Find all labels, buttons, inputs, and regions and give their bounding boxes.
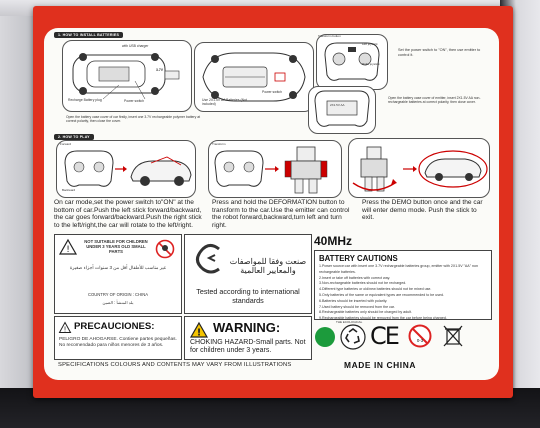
backward-label: Backward <box>62 188 76 192</box>
battery-cautions-box: BATTERY CAUTIONS 1.Power source:car with… <box>314 250 492 320</box>
caution-item: 2.Insert or take off batteries with corr… <box>319 275 391 280</box>
standards-arabic: صنعت وفقا للمواصفات والمعايير العالمية <box>229 257 307 275</box>
remote-battery-caption: Open the battery case cover of emitter, … <box>388 96 481 105</box>
caution-item: 5.Only batteries of the same or equivale… <box>319 292 445 297</box>
caution-item: 4.Different type batteries or old/new ba… <box>319 287 432 292</box>
choking-warning-title: WARNING: <box>213 320 281 335</box>
caution-item: 9.Rechargeable batteries should be remov… <box>319 316 447 321</box>
spanish-warning-title: PRECAUCIONES: <box>74 321 155 332</box>
svg-text:!: ! <box>66 245 70 255</box>
remote-battery-diagram <box>308 86 376 134</box>
age-0-3-text: 0-3 <box>416 338 424 343</box>
age-warning-arabic: غير مناسب للأطفال أقل من 3 سنوات أجزاء ص… <box>69 265 167 270</box>
spanish-warning-box: ! PRECAUCIONES: PELIGRO DE AHOGARSE. Con… <box>54 316 182 360</box>
transform-instructions: Press and hold the DEFORMATION button to… <box>212 199 350 229</box>
ecological-label: THE ECOLOGICAL <box>336 320 363 324</box>
remote-top-diagram <box>316 34 388 90</box>
warning-triangle-icon: ! <box>58 321 72 334</box>
green-dot-icon <box>315 327 335 347</box>
no-under-3-icon <box>155 239 175 259</box>
instruction-panel: 1. HOW TO INSTALL BATTERIES with USB cha… <box>44 28 499 380</box>
car-mode-instructions: On car mode,set the power switch to"ON" … <box>54 199 202 229</box>
made-in-china: MADE IN CHINA <box>344 360 417 370</box>
car-mode-illustration <box>64 150 192 187</box>
standards-box: صنعت وفقا للمواصفات والمعايير العالمية T… <box>184 234 312 314</box>
caution-item: 3.Non-rechargeable batteries should not … <box>319 281 407 286</box>
forward-label: Forward <box>60 142 72 146</box>
remote-power-instructions: Set the power switch to "ON", then use e… <box>398 48 481 57</box>
svg-text:!: ! <box>64 326 67 334</box>
spanish-warning-body: PELIGRO DE AHOGARSE. Contiene partes peq… <box>59 337 177 348</box>
section-play-label: 2. HOW TO PLAY <box>54 134 94 140</box>
weee-bin-icon <box>443 325 463 347</box>
voltage-label: 3.7V <box>156 68 163 72</box>
transform-label: Transform <box>212 142 226 146</box>
battery-cautions-title: BATTERY CAUTIONS <box>319 254 398 263</box>
car-top-view-illustration <box>72 53 180 100</box>
section-install-label: 1. HOW TO INSTALL BATTERIES <box>54 32 124 38</box>
age-0-3-prohibited-icon: 0-3 <box>408 324 432 348</box>
warning-triangle-icon: ! <box>189 321 209 339</box>
standards-logo-icon <box>196 244 220 274</box>
car-battery-caption: Open the battery case cover of car first… <box>66 115 201 124</box>
left-joystick-label: Left joystick <box>362 42 378 46</box>
demo-mode-illustration <box>352 146 488 192</box>
car-underside-diagram <box>194 42 314 112</box>
standards-english: Tested according to international standa… <box>196 287 300 305</box>
caution-item: 6.Batteries should be inserted with pola… <box>319 298 388 303</box>
demo-instructions: Press the DEMO button once and the car w… <box>362 199 483 222</box>
frequency-label: 40MHz <box>314 234 353 248</box>
recycle-icon <box>340 324 366 350</box>
power-switch-label-car: Power switch <box>124 99 144 103</box>
caution-item: 8.Rechargeable batteries only should be … <box>319 310 412 315</box>
remote-battery-illustration <box>314 90 370 127</box>
caution-item: 1.Power source:car with insert one 3.7V … <box>319 264 478 274</box>
age-warning-box: ! NOT SUITABLE FOR CHILDREN UNDER 3 YEAR… <box>54 234 182 314</box>
right-joystick-label: Right joystick <box>362 62 380 66</box>
ce-mark-icon: CE <box>370 322 400 350</box>
play-car-mode-diagram <box>56 140 196 198</box>
car-battery-diagram <box>62 40 192 112</box>
usb-charger-label: with USB charger <box>122 44 149 48</box>
country-of-origin-arabic: بلد المنشأ : الصين <box>102 300 134 305</box>
choking-warning-body: CHOKING HAZARD-Small parts. Not for chil… <box>190 339 306 355</box>
choking-warning-box: ! WARNING: CHOKING HAZARD-Small parts. N… <box>184 316 312 360</box>
warning-triangle-icon: ! <box>58 238 78 255</box>
car-underside-illustration <box>202 52 306 102</box>
transform-button-label: Transform button <box>318 34 341 38</box>
remote-control-illustration <box>324 42 380 81</box>
prohibited-circle-icon <box>408 324 432 348</box>
specifications-footer: SPECIFICATIONS COLOURS AND CONTENTS MAY … <box>58 362 292 368</box>
remote-battery-label: 2X1.5V AA <box>330 103 345 107</box>
svg-text:!: ! <box>197 328 202 339</box>
transform-illustration <box>214 146 328 194</box>
battery-cautions-list: 1.Power source:car with insert one 3.7V … <box>319 264 489 322</box>
play-demo-diagram <box>348 138 490 198</box>
age-warning-title: NOT SUITABLE FOR CHILDREN UNDER 3 YEARS … <box>84 239 148 254</box>
play-transform-diagram <box>208 140 342 198</box>
country-of-origin: COUNTRY OF ORIGIN : CHINA <box>87 292 149 297</box>
power-switch-label-underside: Power switch <box>262 90 282 94</box>
recharge-plug-label: Recharge Battery plug <box>68 98 102 102</box>
aa-batteries-label: Use 2X1.5V AA Batteries (Not included) <box>202 98 247 107</box>
caution-item: 7.Used battery should be removed from th… <box>319 304 395 309</box>
